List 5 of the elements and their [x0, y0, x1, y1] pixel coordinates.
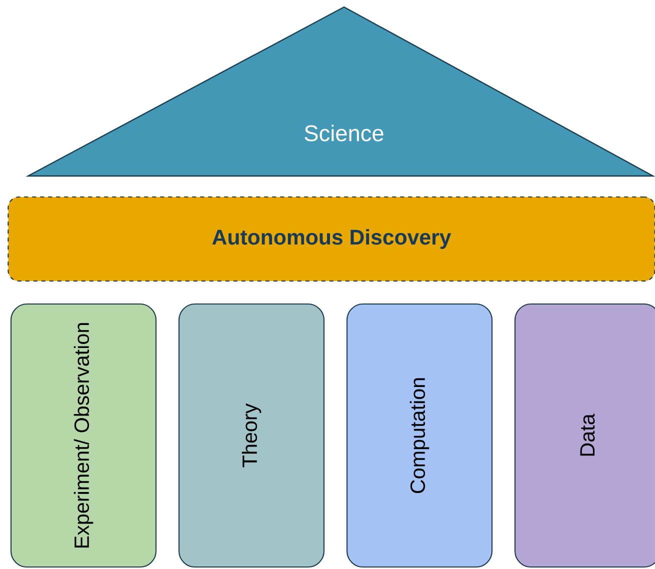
pillar-box: Data — [514, 303, 655, 568]
dashed-band: Autonomous Discovery — [8, 196, 655, 282]
pillar-box: Experiment/ Observation — [10, 303, 157, 568]
pillar-box: Theory — [178, 303, 325, 568]
pillar-box: Computation — [346, 303, 493, 568]
